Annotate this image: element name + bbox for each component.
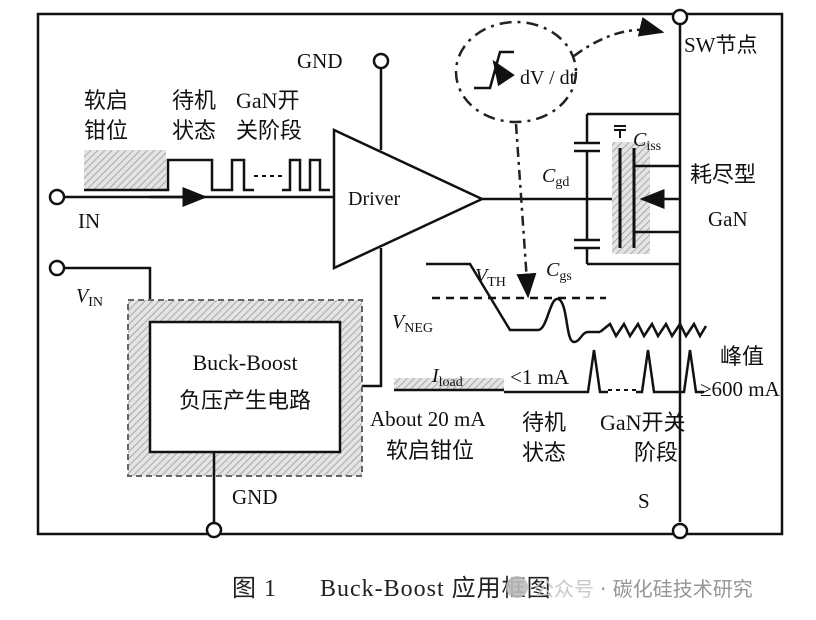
vth-label: VTH — [475, 265, 506, 290]
iload-hatch — [394, 378, 504, 390]
depletion-label-2: GaN — [708, 207, 748, 231]
gan-bottom-label-1: GaN开关 — [600, 410, 686, 435]
iload-label: Iload — [431, 365, 463, 390]
watermark: 公众号 · 碳化硅技术研究 — [506, 574, 753, 601]
standby-label-1: 待机 — [172, 88, 216, 113]
buck-boost-label-2: 负压产生电路 — [179, 388, 311, 413]
about20-label: About 20 mA — [370, 407, 486, 431]
s-terminal — [671, 522, 689, 540]
buck-boost-label-1: Buck-Boost — [192, 350, 297, 375]
dvdt-label: dV / dt — [520, 67, 576, 89]
sw-node-label: SW节点 — [684, 33, 758, 57]
buck-boost-block — [148, 320, 342, 454]
watermark-prefix: 公众号 — [534, 576, 594, 601]
sw-terminal — [671, 8, 689, 26]
gan-switch-label-1: GaN开 — [236, 88, 300, 113]
outer-frame — [36, 12, 784, 536]
wechat-logo-icon — [506, 576, 528, 598]
figure-number: 图 1 — [232, 576, 277, 602]
peak-label: 峰值 — [720, 344, 764, 369]
block-diagram: GND Driver IN 软启 钳位 待机 状态 GaN开 关阶段 SW节点 … — [36, 8, 784, 540]
cgs-label: Cgs — [546, 259, 572, 284]
driver-amplifier — [332, 128, 485, 270]
gt600-label: ≥600 mA — [700, 377, 781, 401]
gate-voltage-waveform — [426, 262, 600, 344]
soft-start-label-2: 钳位 — [84, 118, 128, 143]
vin-label: VIN — [76, 285, 103, 310]
watermark-text: · 碳化硅技术研究 — [600, 576, 753, 601]
input-pulse-right — [282, 158, 330, 192]
soft-start-hatch — [84, 150, 166, 190]
lt1ma-label: <1 mA — [510, 365, 570, 389]
gnd-top-terminal — [372, 52, 390, 70]
ringing-waveform — [599, 321, 708, 339]
standby-bottom-label-2: 状态 — [522, 440, 566, 465]
gnd-bottom-terminal — [205, 521, 223, 539]
vin-terminal — [48, 259, 66, 277]
current-spike-2 — [636, 349, 704, 394]
dvdt-to-vth-arrow — [514, 123, 537, 299]
dvdt-edge — [474, 50, 514, 90]
ciss-label: Ciss — [633, 129, 661, 154]
standby-bottom-label-1: 待机 — [522, 410, 566, 435]
current-spike-1 — [580, 349, 608, 394]
gnd-top-label: GND — [297, 49, 343, 73]
dvdt-to-sw-arrow — [573, 17, 665, 58]
dvdt-slope-arrow — [492, 59, 515, 87]
s-label: S — [638, 489, 650, 513]
in-terminal — [48, 188, 66, 206]
standby-label-2: 状态 — [172, 118, 216, 143]
soft-clamp-bottom-label: 软启钳位 — [386, 438, 474, 463]
soft-start-label-1: 软启 — [84, 88, 128, 113]
driver-label: Driver — [348, 188, 401, 210]
gan-switch-label-2: 关阶段 — [236, 118, 302, 143]
driver-supply-wire — [360, 248, 383, 388]
dvdt-ellipse — [454, 20, 578, 124]
gan-bottom-label-2: 阶段 — [634, 440, 678, 465]
cgd-label: Cgd — [542, 165, 569, 190]
depletion-label-1: 耗尽型 — [690, 162, 756, 187]
in-label: IN — [78, 209, 100, 233]
input-pulse-left — [84, 158, 254, 192]
vneg-label: VNEG — [392, 311, 433, 336]
gnd-bottom-label: GND — [232, 485, 278, 509]
